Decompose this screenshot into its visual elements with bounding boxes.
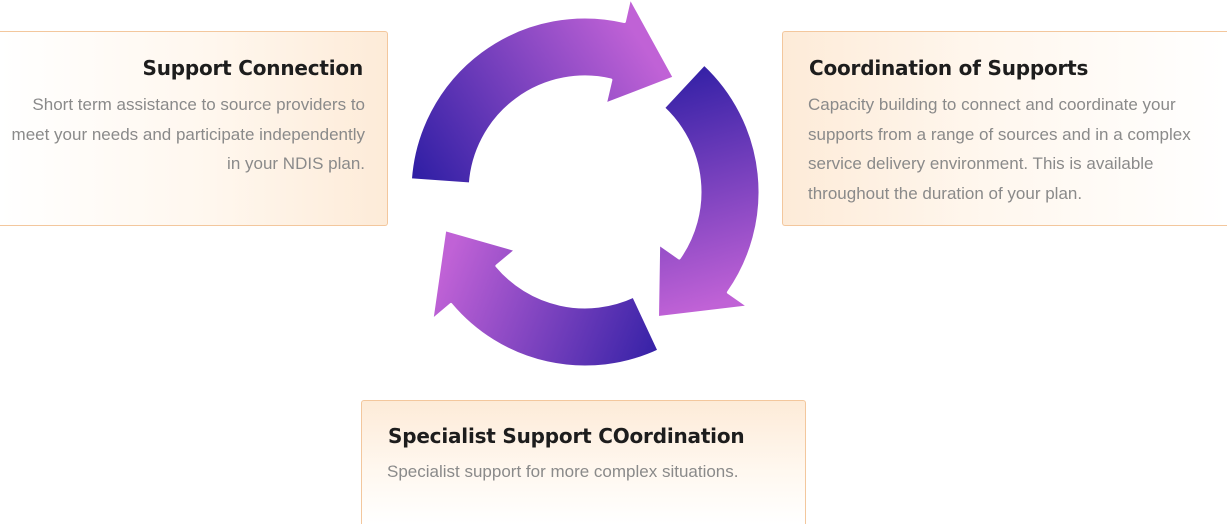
callout-title: Specialist Support COordination (388, 424, 745, 448)
cycle-arrow-bottom (430, 228, 661, 369)
callout-title: Coordination of Supports (809, 56, 1089, 80)
callout-description: Short term assistance to source provider… (11, 95, 365, 173)
callout-coordination-of-supports: Coordination of Supports Capacity buildi… (782, 31, 1227, 226)
callout-support-connection: Support Connection Short term assistance… (0, 31, 388, 226)
cycle-arrow-top-left (408, 0, 676, 186)
cycle-arrow-right (656, 62, 762, 320)
callout-title: Support Connection (142, 56, 363, 80)
callout-description: Capacity building to connect and coordin… (808, 95, 1191, 203)
callout-specialist-support-coordination: Specialist Support COordination Speciali… (361, 400, 806, 524)
callout-description: Specialist support for more complex situ… (387, 462, 739, 481)
